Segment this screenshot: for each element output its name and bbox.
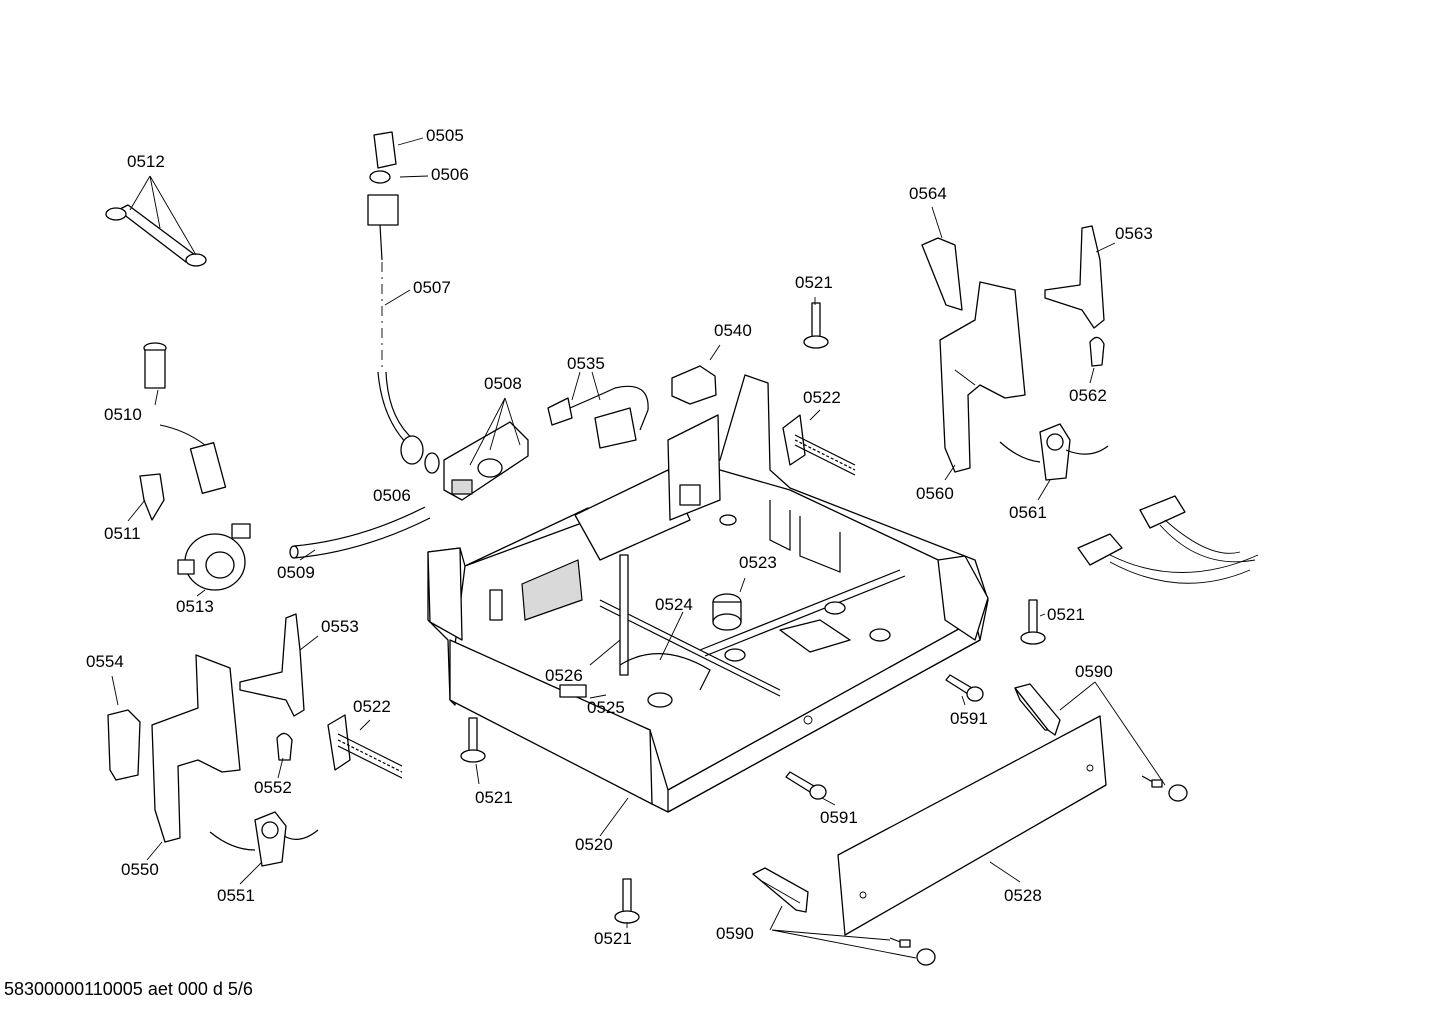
label-0505: 0505	[426, 126, 464, 145]
foot-0521-middle	[460, 717, 486, 763]
label-0521-bottom: 0521	[594, 929, 632, 948]
label-0507: 0507	[413, 278, 451, 297]
base-tub-0520	[427, 374, 989, 813]
label-0521-top: 0521	[795, 273, 833, 292]
label-0513: 0513	[176, 597, 214, 616]
clip-0552	[276, 732, 293, 761]
wiring-harness-connector	[1077, 495, 1259, 584]
bracket-0560	[939, 281, 1026, 473]
seal-0506-bottom	[424, 452, 440, 474]
callout-labels: 0505 0506 0507 0508 0506 0509 0510 0511 …	[86, 126, 1153, 948]
connector-0540	[671, 365, 717, 405]
label-0562: 0562	[1069, 386, 1107, 405]
label-0540: 0540	[714, 321, 752, 340]
screw-0591-upper	[945, 674, 984, 702]
bracket-0564	[921, 237, 963, 311]
label-0554: 0554	[86, 652, 124, 671]
label-0528: 0528	[1004, 886, 1042, 905]
label-0550: 0550	[121, 860, 159, 879]
cover-0554	[107, 709, 141, 781]
label-0591-lower: 0591	[820, 808, 858, 827]
label-0512: 0512	[127, 152, 165, 171]
label-0535: 0535	[567, 354, 605, 373]
label-0510: 0510	[104, 405, 142, 424]
pump-0513	[177, 523, 251, 591]
label-0521-right: 0521	[1047, 605, 1085, 624]
foot-0521-right	[1020, 599, 1046, 645]
label-0525: 0525	[587, 698, 625, 717]
foot-0521-top	[803, 302, 829, 349]
clip-0562	[1089, 336, 1105, 367]
cap-0505	[373, 131, 397, 169]
seal-0506-top	[369, 170, 391, 184]
label-0506-top: 0506	[431, 165, 469, 184]
label-0520: 0520	[575, 835, 613, 854]
bracket-0563	[1044, 225, 1105, 329]
label-0552: 0552	[254, 778, 292, 797]
label-0551: 0551	[217, 886, 255, 905]
label-0521-middle: 0521	[475, 788, 513, 807]
label-0590-right: 0590	[1075, 662, 1113, 681]
label-0522-right: 0522	[803, 388, 841, 407]
label-0553: 0553	[321, 617, 359, 636]
hose-0512	[105, 204, 207, 267]
drawing-reference-number: 58300000110005 aet 000 d 5/6	[4, 979, 253, 999]
valve-0508	[443, 421, 529, 501]
label-0508: 0508	[484, 374, 522, 393]
label-0523: 0523	[739, 553, 777, 572]
label-0563: 0563	[1115, 224, 1153, 243]
label-0590-bottom: 0590	[716, 924, 754, 943]
screw-cap-0590-right	[1141, 775, 1188, 802]
foot-0521-bottom	[614, 878, 640, 924]
label-0561: 0561	[1009, 503, 1047, 522]
hose-0509	[289, 506, 431, 559]
hose-0507	[367, 194, 424, 465]
label-0522-left: 0522	[353, 697, 391, 716]
label-0526: 0526	[545, 666, 583, 685]
screw-cap-0590-bottom	[889, 937, 936, 966]
bracket-0553	[239, 613, 305, 717]
switch-0551	[209, 811, 319, 867]
bracket-0550	[151, 654, 241, 843]
bracket-0590-bottom	[752, 867, 809, 913]
label-0524: 0524	[655, 595, 693, 614]
screw-0591-lower	[785, 771, 827, 800]
label-0506-bottom: 0506	[373, 486, 411, 505]
leader-lines	[111, 137, 1166, 959]
kickplate-0528	[837, 715, 1107, 936]
label-0509: 0509	[277, 563, 315, 582]
label-0564: 0564	[909, 184, 947, 203]
clip-0511	[139, 473, 165, 521]
hinge-spring-0522-left	[327, 714, 403, 779]
bracket-0590-right	[1014, 683, 1061, 736]
label-0591-upper: 0591	[950, 709, 988, 728]
label-0560: 0560	[916, 484, 954, 503]
label-0511: 0511	[104, 524, 141, 543]
hose-0510	[143, 342, 227, 494]
hinge-spring-0522-right	[782, 414, 856, 476]
wire-0535	[547, 385, 649, 449]
switch-0561	[999, 423, 1109, 481]
